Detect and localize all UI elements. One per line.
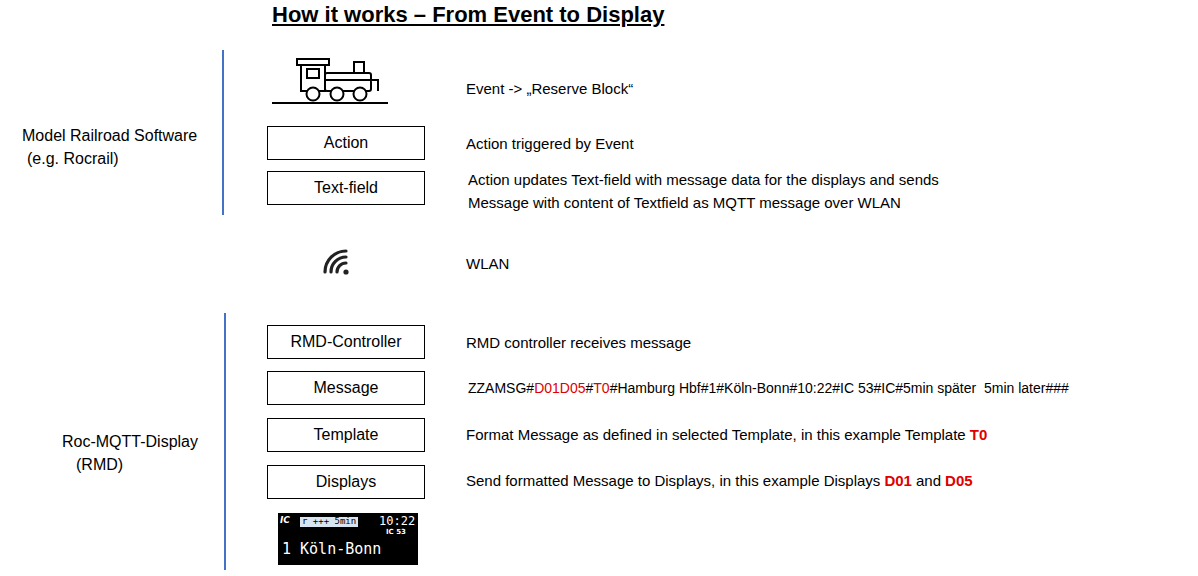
annotation-text: RMD controller receives message xyxy=(466,334,691,351)
text-line: ZZAMSG#D01D05#T0#Hamburg Hbf#1#Köln-Bonn… xyxy=(468,377,1069,400)
process-box: Text-field xyxy=(267,171,425,205)
highlight-code: D01D05 xyxy=(534,380,585,396)
box-label: Text-field xyxy=(314,179,378,197)
display-text: 10:22 xyxy=(379,515,415,528)
annotation-text: Action triggered by Event xyxy=(466,135,634,152)
text-line: Send formatted Message to Displays, in t… xyxy=(466,469,973,492)
text-line: RMD controller receives message xyxy=(466,331,691,354)
box-label: Action xyxy=(324,134,368,152)
annotation-text: Model Railroad Software xyxy=(22,127,197,144)
diagram-title: How it works – From Event to Display xyxy=(272,2,664,28)
box-label: RMD-Controller xyxy=(290,333,401,351)
display-text: 1 Köln-Bonn xyxy=(282,541,381,558)
text-line: (RMD) xyxy=(76,453,123,476)
display-text: IC xyxy=(280,516,290,526)
process-box: Template xyxy=(267,418,425,452)
annotation-text: (e.g. Rocrail) xyxy=(27,150,119,167)
highlight-code: D01 xyxy=(884,472,912,489)
process-box: RMD-Controller xyxy=(267,325,425,359)
annotation-text: Action updates Text-field with message d… xyxy=(468,171,939,211)
highlight-code: D05 xyxy=(945,472,973,489)
text-line: Event -> „Reserve Block“ xyxy=(466,77,633,100)
annotation-text: Event -> „Reserve Block“ xyxy=(466,80,633,97)
group-bracket xyxy=(222,50,224,215)
annotation-text: Send formatted Message to Displays, in t… xyxy=(466,472,880,489)
box-label: Template xyxy=(314,426,379,444)
text-line: Model Railroad Software xyxy=(22,124,197,147)
process-box: Displays xyxy=(267,465,425,499)
text-line: Action triggered by Event xyxy=(466,132,634,155)
display-text: IC 53 xyxy=(386,529,406,537)
group-bracket xyxy=(224,313,226,570)
text-line: Roc-MQTT-Display xyxy=(62,430,198,453)
text-line: Format Message as defined in selected Te… xyxy=(466,423,987,446)
wlan-icon xyxy=(325,251,349,275)
annotation-text: and xyxy=(916,472,941,489)
annotation-text: Roc-MQTT-Display xyxy=(62,433,198,450)
box-label: Message xyxy=(314,379,379,397)
process-box: Action xyxy=(267,126,425,160)
annotation-text: # xyxy=(586,380,594,396)
highlight-code: T0 xyxy=(970,426,988,443)
text-line: Action updates Text-field with message d… xyxy=(468,168,998,214)
oled-display: IC r +++ 5min 10:22IC 53 1 Köln-Bonn xyxy=(278,513,418,565)
box-label: Displays xyxy=(316,473,376,491)
annotation-text: ZZAMSG# xyxy=(468,380,534,396)
annotation-text: #Hamburg Hbf#1#Köln-Bonn#10:22#IC 53#IC#… xyxy=(610,380,1069,396)
display-text: r +++ 5min xyxy=(300,517,358,527)
locomotive-icon xyxy=(272,59,388,103)
annotation-text: WLAN xyxy=(466,255,509,272)
text-line: (e.g. Rocrail) xyxy=(27,147,119,170)
process-box: Message xyxy=(267,371,425,405)
highlight-code: T0 xyxy=(593,380,609,396)
annotation-text: (RMD) xyxy=(76,456,123,473)
annotation-text: Format Message as defined in selected Te… xyxy=(466,426,966,443)
text-line: WLAN xyxy=(466,252,509,275)
